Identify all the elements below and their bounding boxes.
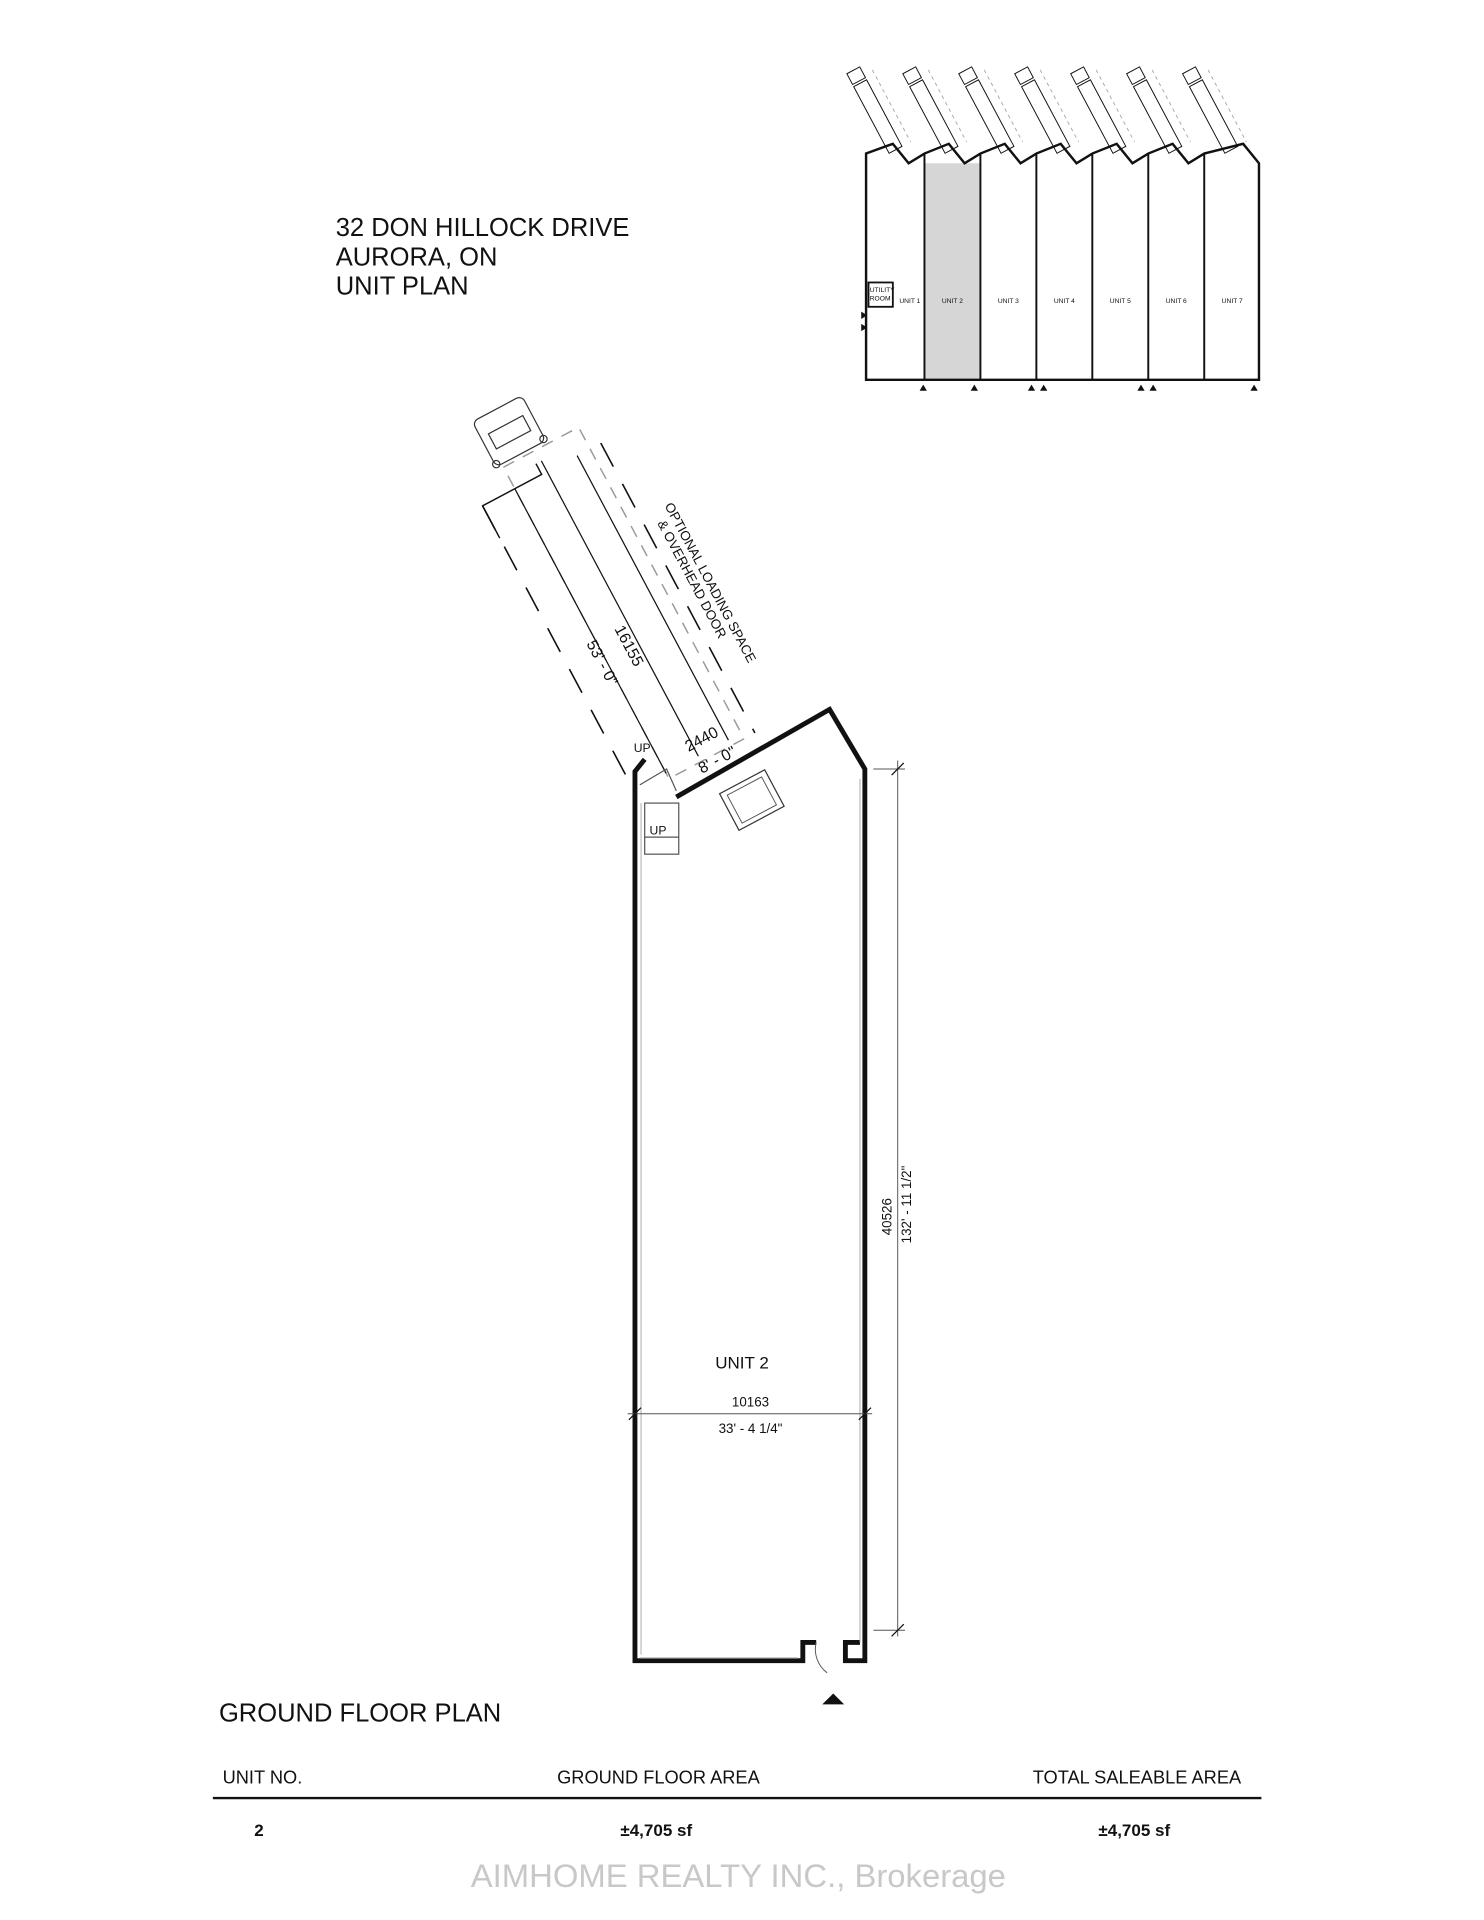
watermark-background <box>442 1856 1034 1893</box>
depth-mm: 40526 <box>880 1198 895 1235</box>
truck-cab-icon <box>473 397 548 469</box>
trailer-length-mm: 16155 <box>611 623 647 670</box>
stair-up-label-2: UP <box>650 824 667 838</box>
key-plan: UTILITY ROOM UNIT 1 UNIT 2 UNIT 3 UNIT 4… <box>846 66 1261 391</box>
key-unit-1: UNIT 1 <box>899 298 920 305</box>
key-plan-trailers <box>846 66 1247 154</box>
header-total-saleable-area: TOTAL SALEABLE AREA <box>1033 1766 1242 1787</box>
width-ft: 33' - 4 1/4" <box>719 1421 783 1436</box>
optional-loading-space: 16155 53' - 0" OPTIONAL LOADING SPACE & … <box>473 397 759 797</box>
width-dimension: 10163 33' - 4 1/4" <box>627 1394 873 1436</box>
key-plan-trailer <box>1181 66 1247 154</box>
key-unit-4: UNIT 4 <box>1054 298 1075 305</box>
header-ground-floor-area: GROUND FLOOR AREA <box>557 1766 760 1787</box>
key-unit-6: UNIT 6 <box>1166 298 1187 305</box>
title-city: AURORA, ON <box>336 243 498 271</box>
key-unit-2: UNIT 2 <box>942 298 963 305</box>
overhead-door <box>718 768 785 832</box>
unit-label: UNIT 2 <box>715 1354 769 1373</box>
key-unit-7: UNIT 7 <box>1222 298 1243 305</box>
watermark: AIMHOME REALTY INC., Brokerage <box>471 1857 1006 1894</box>
plan-title: GROUND FLOOR PLAN <box>219 1699 501 1727</box>
row-total-saleable-area: ±4,705 sf <box>1098 1821 1170 1840</box>
key-plan-trailer <box>1125 66 1191 154</box>
utility-room-label: UTILITY <box>870 287 895 294</box>
key-plan-trailer <box>958 66 1023 154</box>
header-unit-no: UNIT NO. <box>223 1766 303 1787</box>
key-plan-trailer <box>846 66 912 154</box>
key-plan-trailer <box>1070 66 1135 154</box>
key-plan-entry-arrows <box>861 311 1258 391</box>
key-unit-5: UNIT 5 <box>1110 298 1131 305</box>
title-unit-plan: UNIT PLAN <box>336 273 469 301</box>
row-ground-floor-area: ±4,705 sf <box>620 1821 692 1840</box>
depth-dimension: 40526 132' - 11 1/2" <box>873 760 914 1637</box>
key-plan-trailer <box>902 66 967 154</box>
key-plan-unit-2-highlight <box>924 163 981 380</box>
unit-2-floor-plan: UP UP <box>632 706 868 1705</box>
key-plan-trailer <box>1014 66 1079 154</box>
key-unit-3: UNIT 3 <box>998 298 1019 305</box>
trailer-length-ft: 53' - 0" <box>583 638 621 689</box>
entrance-arrow-icon <box>822 1693 845 1705</box>
row-unit: 2 <box>254 1821 263 1840</box>
depth-ft: 132' - 11 1/2" <box>899 1165 914 1243</box>
title-address: 32 DON HILLOCK DRIVE <box>336 214 630 242</box>
utility-room-label-2: ROOM <box>870 296 891 303</box>
loading-note-1: OPTIONAL LOADING SPACE <box>662 500 759 665</box>
stair-up-label-1: UP <box>634 741 651 755</box>
width-mm: 10163 <box>732 1394 769 1409</box>
